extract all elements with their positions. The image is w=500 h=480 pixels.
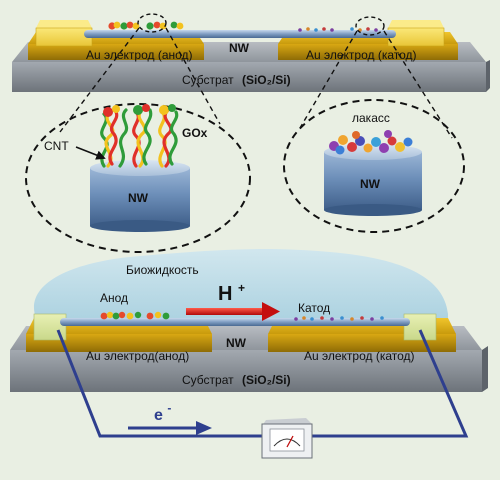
connector-right-b [383, 30, 453, 139]
bottom-substrate-front [10, 350, 482, 392]
zoom-cathode-cylinder-bottom [324, 204, 422, 216]
top-anode-electrode-front [28, 44, 204, 60]
ammeter-dial [269, 428, 305, 452]
cathode-label: Катод [298, 301, 330, 315]
top-cathode-electrode-label: Au электрод (катод) [306, 48, 417, 62]
proton-charge: + [238, 281, 245, 295]
top-cathode-pad [387, 27, 445, 47]
top-substrate-word: Субстрат [182, 73, 234, 87]
zoom-cathode-outline [283, 99, 465, 233]
electron-arrow-head [196, 421, 212, 435]
top-anode-electrode-label: Au электрод (анод) [86, 48, 193, 62]
cnt-gox-helices [100, 108, 179, 168]
anode-label: Анод [100, 291, 128, 305]
top-substrate-formula: (SiO₂/Si) [242, 73, 291, 87]
zoom-anode-outline [25, 103, 251, 253]
top-right-loupe [355, 16, 385, 36]
zoom-anode-cylinder-bottom [90, 220, 190, 232]
bottom-cathode-electrode-label: Au электрод (катод) [304, 349, 415, 363]
bottom-anode-electrode-label: Au электрод(анод) [86, 349, 189, 363]
zoom-cathode-nw-label: NW [360, 177, 381, 191]
cnt-gox-heads [103, 104, 176, 117]
bottom-substrate-formula: (SiO₂/Si) [242, 373, 291, 387]
gox-label: GOx [182, 126, 208, 140]
circuit-wire-right [308, 329, 469, 438]
top-nanowire-label: NW [229, 41, 250, 55]
cnt-label: CNT [44, 139, 69, 153]
electron-label: e - [154, 401, 171, 424]
connector-right-a [299, 30, 358, 129]
bottom-anode-electrode-front [26, 334, 212, 352]
ammeter-needle-icon [286, 435, 294, 448]
bottom-nanowire-label: NW [226, 336, 247, 350]
connector-left-b [165, 27, 221, 125]
bottom-cathode-pad [403, 313, 437, 341]
proton-symbol: H [218, 283, 232, 305]
top-gox-cluster [108, 21, 184, 30]
bottom-substrate-word: Субстрат [182, 373, 234, 387]
zoom-anode: CNT GOx NW [25, 103, 251, 253]
proton-arrow-shaft [186, 308, 264, 315]
top-left-loupe [137, 13, 167, 33]
zoom-cathode: лакасс NW [283, 99, 465, 233]
top-cathode-pad-top [388, 20, 444, 28]
laccase-label: лакасс [352, 111, 390, 125]
proton-label: H + [218, 281, 245, 305]
bottom-anode-pad [33, 313, 67, 341]
laccase-spheres [329, 130, 413, 155]
zoom-anode-nw-label: NW [128, 191, 149, 205]
top-substrate-right [486, 60, 490, 92]
top-anode-pad [35, 27, 93, 47]
top-device: NW Au электрод (анод) Au электрод (катод… [12, 13, 490, 92]
zoom-cathode-cylinder-body [324, 152, 422, 210]
zoom-anode-cylinder-body [90, 168, 190, 226]
bottom-nanowire [60, 318, 410, 326]
top-substrate-front [12, 62, 486, 92]
bottom-device: Биожидкость Анод Катод H + NW Au электро… [10, 249, 488, 392]
electron-symbol: e [154, 407, 163, 424]
zoom-anode-cylinder-top [90, 160, 190, 176]
proton-arrow-head [262, 302, 280, 321]
bottom-laccase-dots [294, 316, 384, 321]
biofluid-droplet [33, 249, 448, 322]
top-anode-pad-top [36, 20, 92, 28]
ammeter [261, 418, 313, 459]
external-circuit: e - [56, 329, 469, 459]
bottom-gox-cluster [100, 311, 170, 320]
top-cathode-electrode-front [278, 44, 458, 60]
bottom-substrate-label: Субстрат (SiO₂/Si) [182, 373, 291, 387]
top-substrate-label: Субстрат (SiO₂/Si) [182, 73, 291, 87]
ammeter-scale-icon [273, 438, 301, 447]
electron-charge: - [167, 401, 171, 415]
bottom-substrate-right [482, 346, 488, 392]
top-nanowire [84, 30, 396, 38]
biofluid-label: Биожидкость [126, 263, 199, 277]
cnt-pointer [75, 146, 106, 160]
circuit-wire-left [56, 329, 262, 438]
connector-left-a [59, 27, 140, 133]
